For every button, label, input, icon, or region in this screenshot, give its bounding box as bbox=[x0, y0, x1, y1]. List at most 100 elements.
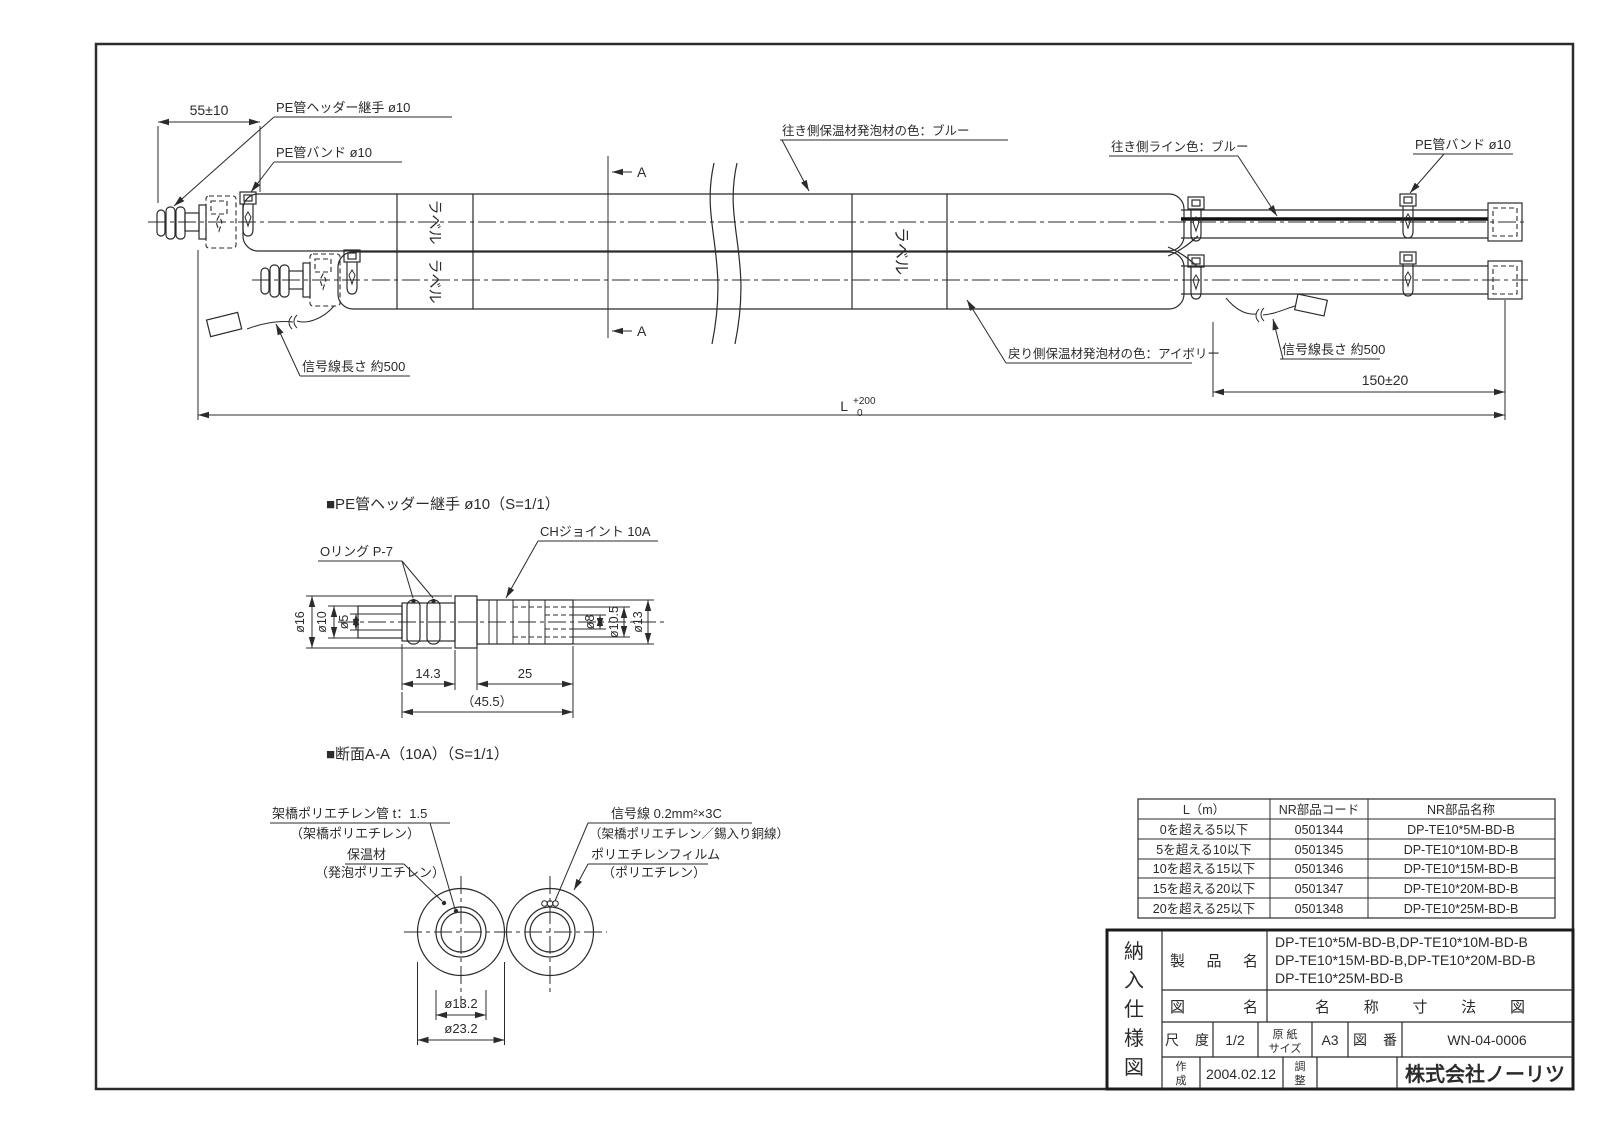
cell-code: 0501347 bbox=[1295, 882, 1344, 896]
xlpe-leader-dot bbox=[453, 908, 459, 914]
pe-header-joint-label: PE管ヘッダー継手 ø10 bbox=[276, 100, 410, 115]
dia10-5-label: ø10.5 bbox=[607, 606, 621, 638]
table-row: 15を超える20以下 0501347 DP-TE10*20M-BD-B bbox=[1153, 881, 1519, 896]
table-row: 5を超える10以下 0501345 DP-TE10*10M-BD-B bbox=[1156, 842, 1518, 857]
section-marker-top: A bbox=[637, 164, 647, 180]
drawing-frame bbox=[94, 42, 1575, 1091]
doc-type-char: 図 bbox=[1124, 1057, 1144, 1079]
dia5-label: ø5 bbox=[337, 615, 351, 630]
product-name-label: 製品名 bbox=[1170, 953, 1258, 970]
dim-150: 150±20 bbox=[1362, 372, 1409, 388]
cell-range: 0を超える5以下 bbox=[1160, 822, 1249, 837]
cell-code: 0501344 bbox=[1295, 823, 1344, 837]
pe-band-right-label: PE管バンド ø10 bbox=[1415, 137, 1511, 152]
created-date-value: 2004.02.12 bbox=[1206, 1066, 1276, 1082]
paper-size-value: A3 bbox=[1321, 1032, 1338, 1048]
signal-wire-sub: （架橋ポリエチレン／錫入り銅線） bbox=[589, 826, 789, 841]
main-assembly-view: ラベル ラベル ラベル A A 55±10 bbox=[148, 100, 1528, 420]
pe-band-left-label: PE管バンド ø10 bbox=[276, 145, 372, 160]
scale-label: 尺度 bbox=[1165, 1032, 1209, 1048]
product-name-line2: DP-TE10*15M-BD-B,DP-TE10*20M-BD-B bbox=[1275, 952, 1536, 968]
dia-13-2: ø13.2 bbox=[444, 996, 477, 1011]
insulation-label: 保温材 bbox=[347, 847, 386, 862]
label-band-left bbox=[396, 194, 474, 309]
created-label-line2: 成 bbox=[1176, 1074, 1187, 1087]
cell-name: DP-TE10*5M-BD-B bbox=[1407, 823, 1515, 837]
insulation-sub: （発泡ポリエチレン） bbox=[315, 865, 445, 880]
cell-code: 0501348 bbox=[1295, 902, 1344, 916]
dim-25: 25 bbox=[518, 666, 532, 681]
adjust-label-line2: 整 bbox=[1295, 1073, 1306, 1087]
dim-L: L bbox=[840, 398, 848, 414]
dia10-label: ø10 bbox=[315, 611, 329, 633]
header-fitting-top bbox=[157, 192, 256, 248]
joint-ext-lines-right bbox=[573, 599, 654, 645]
section-ext-lines bbox=[417, 962, 505, 1045]
pipe-label-text: ラベル bbox=[892, 227, 909, 275]
oring-leader-dot bbox=[411, 598, 416, 604]
joint-bore-lines bbox=[358, 613, 402, 631]
product-name-line3: DP-TE10*25M-BD-B bbox=[1275, 970, 1403, 986]
cell-name: DP-TE10*15M-BD-B bbox=[1404, 862, 1519, 876]
dim-55: 55±10 bbox=[190, 102, 229, 118]
label-band-middle bbox=[851, 194, 948, 309]
return-foam-color-label: 戻り側保温材発泡材の色：アイボリー bbox=[1008, 346, 1220, 361]
company-name: 株式会社ノーリツ bbox=[1405, 1062, 1565, 1086]
scale-value: 1/2 bbox=[1225, 1032, 1245, 1048]
signal-wire-core bbox=[552, 900, 559, 907]
table-row: 10を超える15以下 0501346 DP-TE10*15M-BD-B bbox=[1153, 861, 1519, 876]
paper-size-label-line2: サイズ bbox=[1269, 1041, 1302, 1055]
col-header-length: L（m） bbox=[1183, 803, 1225, 817]
doc-type-char: 様 bbox=[1124, 1027, 1144, 1050]
drawing-number-label: 図番 bbox=[1353, 1032, 1397, 1048]
pe-band-bottom bbox=[1399, 251, 1417, 297]
section-view-title: ■断面A-A（10A）（S=1/1） bbox=[326, 746, 509, 763]
cell-name: DP-TE10*25M-BD-B bbox=[1404, 902, 1519, 916]
cell-name: DP-TE10*10M-BD-B bbox=[1404, 843, 1519, 857]
dia-23-2: ø23.2 bbox=[444, 1021, 477, 1036]
dim-14-3: 14.3 bbox=[415, 666, 440, 681]
pipe-label-text: ラベル bbox=[426, 199, 443, 244]
bottom-pipe-insulation bbox=[337, 251, 1185, 310]
joint-ext-lines-bottom bbox=[401, 644, 574, 718]
dim-L-tol-upper: +200 bbox=[853, 396, 876, 407]
outgoing-line-color-label: 往き側ライン色：ブルー bbox=[1111, 139, 1249, 154]
cell-range: 10を超える15以下 bbox=[1153, 861, 1255, 876]
oring-leader-dot bbox=[431, 598, 436, 604]
dim-L-tol-lower: 0 bbox=[857, 408, 863, 419]
dimensions: 55±10 150±20 L +200 0 bbox=[157, 102, 1506, 420]
signal-wire-right bbox=[1225, 293, 1329, 323]
oring-label: Oリング P-7 bbox=[320, 544, 393, 559]
signal-wire-core bbox=[541, 900, 548, 907]
pe-film-label: ポリエチレンフィルム bbox=[591, 847, 720, 862]
signal-wire-left bbox=[205, 305, 335, 338]
cell-range: 15を超える20以下 bbox=[1153, 881, 1255, 896]
dim-45-5: （45.5） bbox=[461, 694, 512, 709]
section-marker-bottom: A bbox=[637, 323, 647, 339]
product-name-line1: DP-TE10*5M-BD-B,DP-TE10*10M-BD-B bbox=[1275, 934, 1528, 950]
band-clip bbox=[1187, 254, 1205, 300]
adjust-label-line1: 調 bbox=[1295, 1059, 1306, 1073]
top-bare-pipe bbox=[1181, 209, 1488, 239]
header-fitting-bottom bbox=[261, 250, 360, 306]
ch-joint-body bbox=[476, 599, 574, 645]
cell-range: 5を超える10以下 bbox=[1156, 842, 1251, 857]
doc-type-char: 納 bbox=[1124, 940, 1144, 963]
table-row: 0を超える5以下 0501344 DP-TE10*5M-BD-B bbox=[1160, 822, 1515, 837]
table-row: 20を超える25以下 0501348 DP-TE10*25M-BD-B bbox=[1153, 901, 1519, 916]
cell-code: 0501346 bbox=[1295, 862, 1344, 876]
break-line bbox=[732, 162, 742, 345]
joint-ext-lines-left bbox=[306, 595, 452, 649]
xlpe-pipe-label: 架橋ポリエチレン管 t：1.5 bbox=[272, 806, 427, 821]
xlpe-pipe-sub: （架橋ポリエチレン） bbox=[290, 826, 420, 841]
pipe-label-text: ラベル bbox=[426, 258, 443, 303]
leader-notes: PE管ヘッダー継手 ø10 PE管バンド ø10 往き側保温材発泡材の色：ブルー… bbox=[173, 100, 1513, 377]
ch-joint-barbs bbox=[488, 600, 546, 644]
break-line bbox=[709, 162, 719, 345]
dia16-label: ø16 bbox=[293, 611, 307, 633]
drawing-name-label: 図名 bbox=[1170, 999, 1258, 1016]
signal-wire-label: 信号線 0.2mm²×3C bbox=[611, 806, 722, 821]
parts-table: L（m） NR部品コード NR部品名称 0を超える5以下 0501344 DP-… bbox=[1137, 798, 1556, 919]
drawing-name-value: 名称寸法図 bbox=[1315, 999, 1525, 1016]
